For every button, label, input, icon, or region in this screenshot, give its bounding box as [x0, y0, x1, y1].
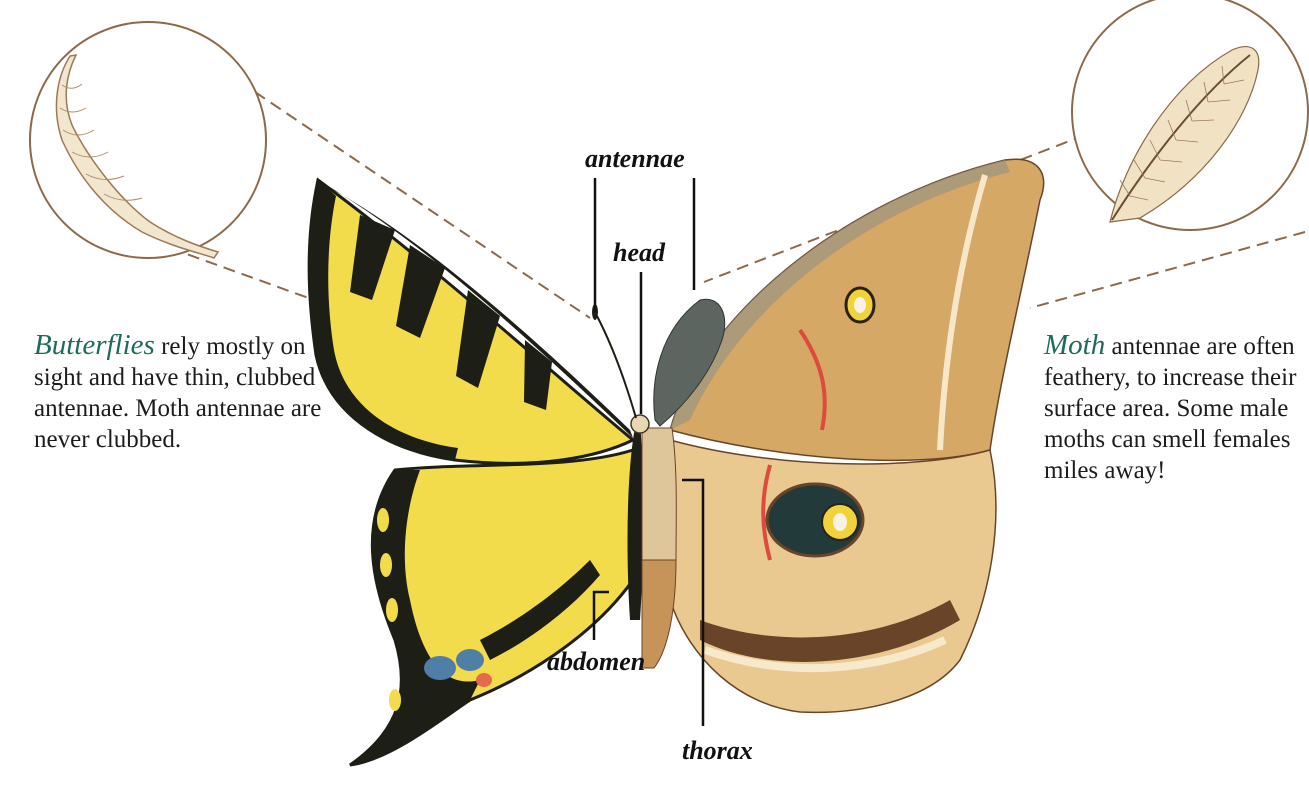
- butterfly-caption-highlight: Butterflies: [34, 329, 155, 361]
- thorax-label: thorax: [682, 736, 753, 766]
- moth-half: [654, 159, 1044, 712]
- butterfly-antenna: [597, 316, 636, 418]
- moth-caption-highlight: Moth: [1044, 329, 1105, 361]
- butterfly-antenna-magnifier: [30, 22, 266, 258]
- moth-caption: Moth antennae are often feathery, to inc…: [1044, 330, 1309, 486]
- moth-thorax: [642, 428, 676, 560]
- moth-antenna-magnifier: [1072, 0, 1308, 230]
- head-shape: [631, 415, 649, 433]
- antennae-label: antennae: [585, 144, 685, 174]
- moth-abdomen: [642, 560, 676, 668]
- butterfly-half: [309, 180, 633, 765]
- butterfly-caption: Butterflies rely mostly on sight and hav…: [34, 330, 334, 455]
- abdomen-label: abdomen: [547, 647, 645, 677]
- moth-hindwing: [670, 440, 996, 712]
- head-label: head: [613, 238, 665, 268]
